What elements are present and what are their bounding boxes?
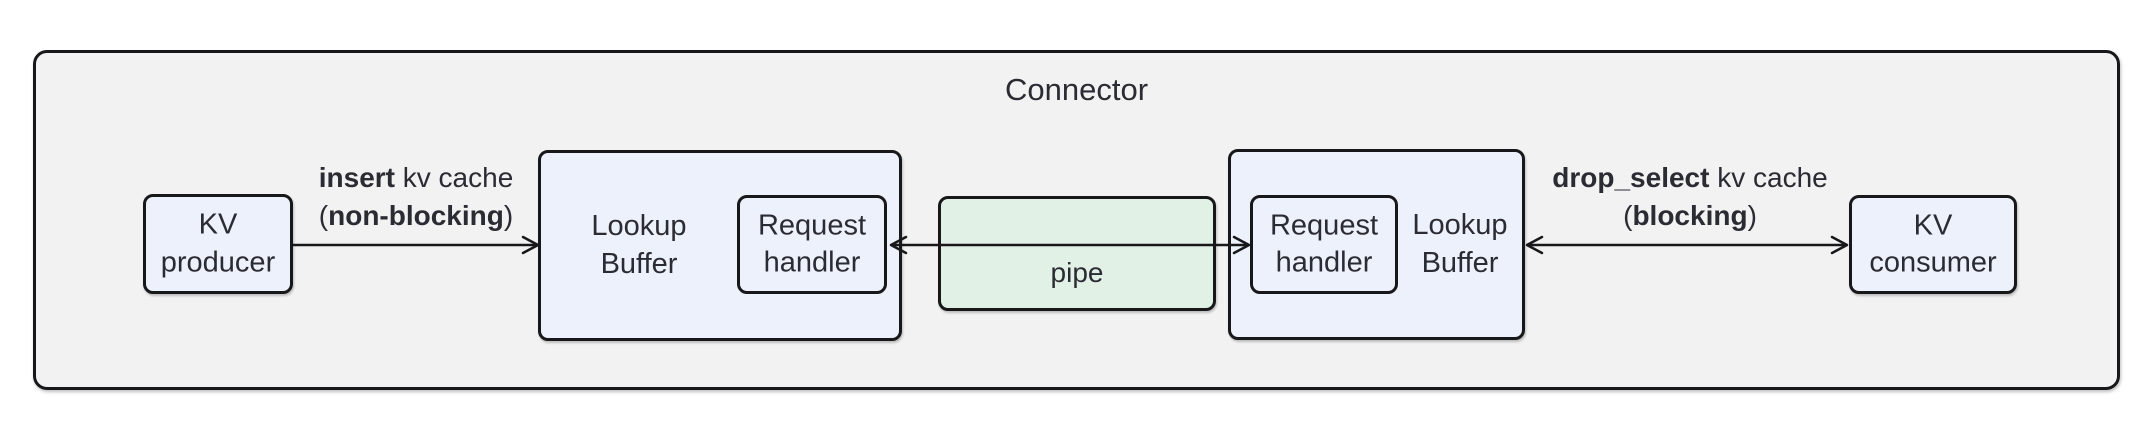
request-handler-left-label-line2: handler	[763, 246, 861, 279]
lookup-buffer-right-label-line2: Buffer	[1421, 246, 1499, 279]
kv-producer-label: KV producer	[146, 206, 290, 281]
insert-edge-label-line2: (non-blocking)	[226, 197, 606, 235]
paren-close: )	[503, 199, 514, 231]
lookup-buffer-left-label: Lookup Buffer	[541, 153, 737, 338]
request-handler-left-label-line1: Request	[757, 208, 866, 241]
non-blocking-keyword: non-blocking	[328, 199, 504, 231]
kv-producer-label-line2: producer	[160, 246, 276, 278]
request-handler-right-node: Request handler	[1250, 195, 1398, 294]
lookup-buffer-right-label-line1: Lookup	[1412, 208, 1508, 241]
insert-edge-label: insert kv cache (non-blocking)	[226, 159, 606, 235]
lookup-buffer-right-node: Request handler Lookup Buffer	[1228, 149, 1525, 340]
drop-select-arrow	[1525, 235, 1849, 255]
kv-consumer-label-line2: consumer	[1869, 246, 1997, 279]
drop-select-keyword: drop_select	[1552, 162, 1710, 193]
insert-edge-label-line1: insert kv cache	[226, 159, 606, 197]
paren-close: )	[1747, 199, 1757, 231]
request-handler-right-label-line2: handler	[1275, 246, 1373, 279]
paren-open: (	[1623, 199, 1633, 231]
kv-consumer-label-line1: KV	[1913, 208, 1953, 241]
insert-arrow	[291, 235, 540, 255]
request-handler-right-label-line1: Request	[1269, 208, 1378, 241]
drop-select-edge-label-line1: drop_select kv cache	[1490, 159, 1890, 197]
kv-consumer-node: KV consumer	[1849, 195, 2017, 294]
request-handler-left-label: Request handler	[740, 207, 884, 282]
insert-rest-text: kv cache	[394, 162, 514, 193]
kv-consumer-label: KV consumer	[1852, 207, 2014, 282]
drop-select-rest-text: kv cache	[1709, 162, 1828, 193]
lookup-buffer-left-label-line2: Buffer	[600, 247, 678, 280]
pipe-label: pipe	[1050, 257, 1104, 288]
drop-select-edge-label: drop_select kv cache (blocking)	[1490, 159, 1890, 235]
lookup-buffer-left-label-line1: Lookup	[591, 209, 687, 242]
request-handler-left-node: Request handler	[737, 195, 887, 294]
connector-title: Connector	[1004, 72, 1149, 107]
kv-producer-label-line1: KV	[198, 208, 238, 241]
request-handler-right-label: Request handler	[1253, 207, 1395, 282]
lookup-buffer-left-node: Lookup Buffer Request handler	[538, 150, 902, 341]
pipe-arrow	[889, 235, 1251, 255]
drop-select-edge-label-line2: (blocking)	[1490, 197, 1890, 235]
insert-keyword: insert	[318, 162, 395, 193]
connector-container: Connector KV producer insert kv cache (n…	[33, 50, 2120, 390]
paren-open: (	[318, 199, 329, 231]
lookup-buffer-right-label: Lookup Buffer	[1398, 152, 1522, 337]
kv-producer-node: KV producer	[143, 194, 293, 294]
blocking-keyword: blocking	[1632, 199, 1748, 231]
pipe-node: pipe	[938, 196, 1216, 311]
